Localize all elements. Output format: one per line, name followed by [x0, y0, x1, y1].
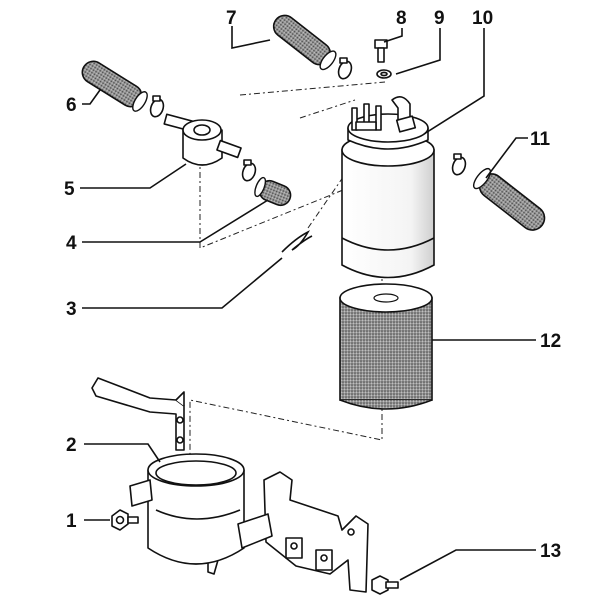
- hose-6: [81, 60, 148, 112]
- callout-4: 4: [66, 233, 77, 254]
- clamp-11: [451, 153, 467, 176]
- callout-12: 12: [540, 331, 561, 352]
- clamp-ring-2: [129, 453, 273, 565]
- washer-9: [376, 69, 392, 79]
- callout-5: 5: [64, 179, 75, 200]
- callout-8: 8: [396, 8, 407, 29]
- callout-3: 3: [66, 299, 77, 320]
- callout-numbers: 1 2 3 4 5 6 7 8 9 10 11 12 13: [64, 8, 561, 562]
- callout-6: 6: [66, 95, 77, 116]
- clamp-6: [149, 95, 165, 118]
- callout-11: 11: [530, 129, 551, 150]
- filter-element-12: [339, 283, 433, 410]
- leader-lines: [80, 26, 536, 581]
- retaining-clip-3: [281, 230, 313, 253]
- callout-1: 1: [66, 511, 77, 532]
- hose-4: [254, 176, 292, 207]
- callout-9: 9: [434, 8, 445, 29]
- callout-13: 13: [540, 541, 561, 562]
- filter-housing-10: [341, 96, 435, 279]
- bolt-13: [371, 575, 399, 595]
- callout-7: 7: [226, 8, 237, 29]
- bracket-assembly: [91, 377, 369, 593]
- t-connector-5: [163, 113, 242, 166]
- nut-1: [111, 509, 139, 531]
- clamp-7: [337, 57, 353, 80]
- clamp-4: [241, 159, 257, 182]
- bolt-8: [374, 39, 388, 63]
- callout-2: 2: [66, 435, 77, 456]
- callout-10: 10: [472, 8, 493, 29]
- hose-7: [272, 14, 337, 71]
- hose-11: [472, 167, 546, 231]
